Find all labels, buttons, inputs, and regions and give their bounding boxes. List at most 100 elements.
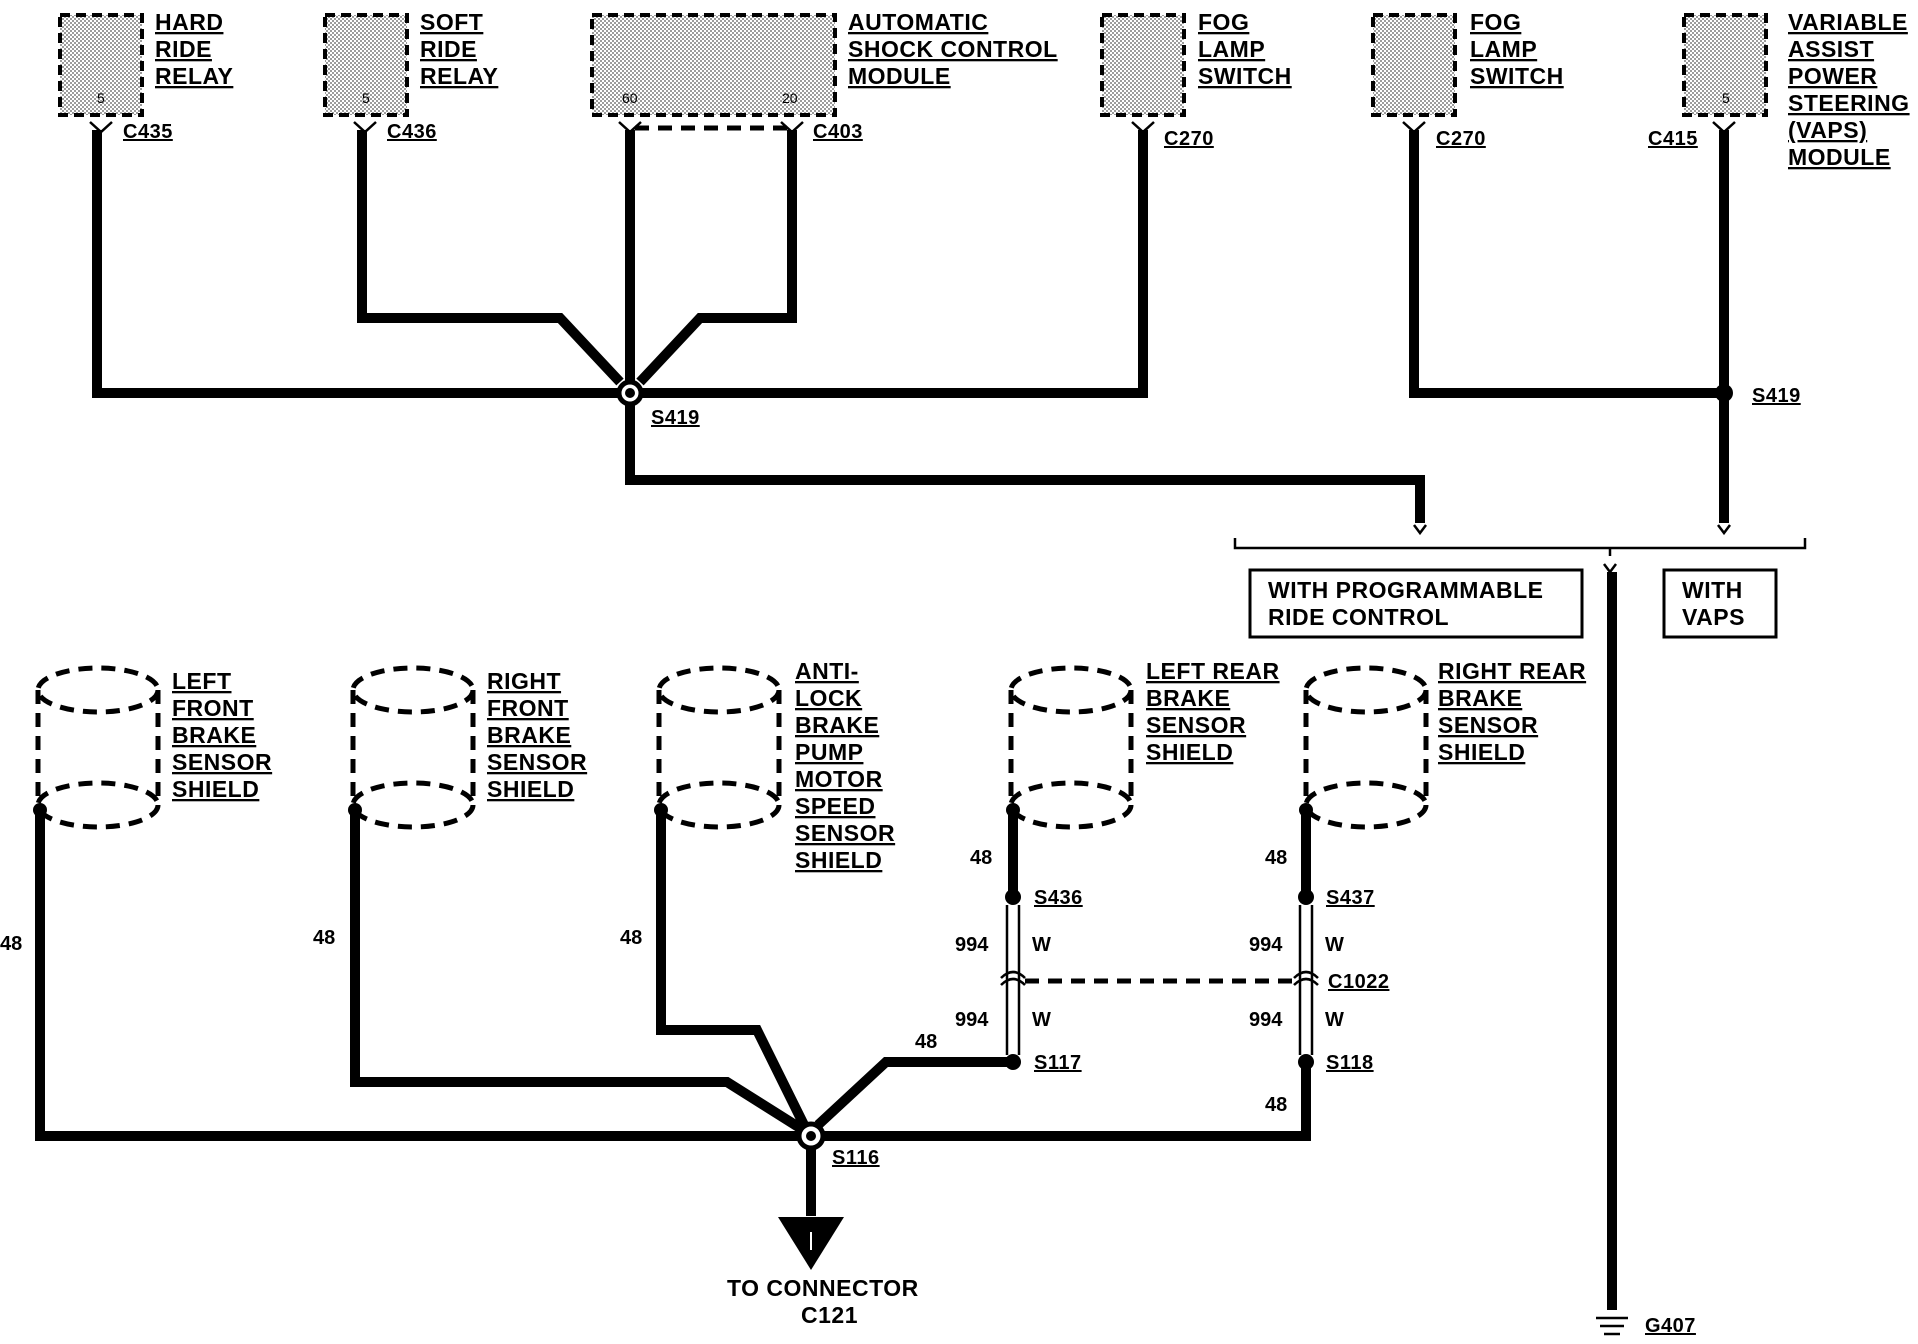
top-harness-wires xyxy=(92,130,1729,523)
component-label: SENSOR xyxy=(1146,712,1246,738)
component-label: BRAKE xyxy=(1438,685,1522,711)
component-label: SENSOR xyxy=(1438,712,1538,738)
connector-label: C435 xyxy=(123,121,173,143)
splice-s437: S437 xyxy=(1298,887,1375,909)
destination-label: TO CONNECTOR xyxy=(727,1275,919,1301)
option-label: RIDE CONTROL xyxy=(1268,604,1449,630)
component-label: BRAKE xyxy=(172,722,256,748)
splice-s419-left: S419 xyxy=(616,379,699,429)
wire-number: 994 xyxy=(1249,1009,1283,1031)
component-label: MOTOR xyxy=(795,766,883,792)
component-label: PUMP xyxy=(795,739,863,765)
component-label: ASSIST xyxy=(1788,36,1874,62)
component-label: LEFT REAR xyxy=(1146,658,1280,684)
left-rear-brake-sensor-shield: LEFT REAR BRAKE SENSOR SHIELD xyxy=(1008,658,1280,830)
option-bracket xyxy=(1233,524,1807,556)
component-label: BRAKE xyxy=(487,722,571,748)
wire-color: W xyxy=(1325,934,1344,956)
circuit-numbers: 48 48 48 48 48 48 48 994 994 994 994 W W… xyxy=(0,847,1344,1116)
shield-drain-points xyxy=(33,803,1313,817)
right-rear-brake-sensor-shield: RIGHT REAR BRAKE SENSOR SHIELD xyxy=(1303,658,1586,830)
option-label: VAPS xyxy=(1682,604,1745,630)
automatic-shock-control-module: 60 20 AUTOMATIC SHOCK CONTROL MODULE xyxy=(590,9,1058,117)
fog-lamp-switch-left: FOG LAMP SWITCH xyxy=(1100,9,1292,117)
wire-number: 48 xyxy=(0,933,22,955)
splice-label: S437 xyxy=(1326,887,1375,909)
connector-label: C270 xyxy=(1164,128,1214,150)
pin-label: 20 xyxy=(782,90,798,106)
component-label: FRONT xyxy=(487,695,569,721)
wire-number: 48 xyxy=(970,847,992,869)
component-label: SHIELD xyxy=(1146,739,1233,765)
pin-label: 60 xyxy=(622,90,638,106)
component-label: SHIELD xyxy=(1438,739,1525,765)
component-label: SPEED xyxy=(795,793,875,819)
right-front-brake-sensor-shield: RIGHT FRONT BRAKE SENSOR SHIELD xyxy=(350,665,587,830)
component-label: HARD xyxy=(155,9,223,35)
fog-lamp-switch-right: FOG LAMP SWITCH xyxy=(1371,9,1564,117)
arrow-to-connector-c121: TO CONNECTOR C121 xyxy=(727,1217,919,1328)
wire-number: 48 xyxy=(313,927,335,949)
component-label: FOG xyxy=(1470,9,1521,35)
ground-label: G407 xyxy=(1645,1315,1696,1337)
wire-number: 994 xyxy=(955,934,989,956)
connector-c435: C435 xyxy=(89,121,173,143)
option-vaps: WITH VAPS xyxy=(1662,568,1778,639)
component-label: MODULE xyxy=(1788,144,1891,170)
connector-label: C436 xyxy=(387,121,437,143)
wire-number: 994 xyxy=(955,1009,989,1031)
wire-number: 48 xyxy=(620,927,642,949)
component-label: RELAY xyxy=(155,63,233,89)
splice-s436: S436 xyxy=(1005,887,1082,909)
connector-label: C415 xyxy=(1648,128,1698,150)
wire-number: 48 xyxy=(915,1031,937,1053)
component-label: BRAKE xyxy=(1146,685,1230,711)
component-label: SENSOR xyxy=(487,749,587,775)
component-label: SHOCK CONTROL xyxy=(848,36,1058,62)
connector-label: C1022 xyxy=(1328,971,1389,993)
hard-ride-relay: 5 HARD RIDE RELAY xyxy=(58,9,233,117)
connector-c403: C403 xyxy=(618,121,863,143)
vaps-module: 5 VARIABLE ASSIST POWER STEERING (VAPS) … xyxy=(1682,9,1910,170)
connector-label: C270 xyxy=(1436,128,1486,150)
splice-s117: S117 xyxy=(1005,1052,1082,1074)
soft-ride-relay: 5 SOFT RIDE RELAY xyxy=(323,9,498,117)
component-label: LAMP xyxy=(1470,36,1537,62)
component-label: LAMP xyxy=(1198,36,1265,62)
wire-number: 48 xyxy=(1265,1094,1287,1116)
abs-pump-motor-speed-sensor-shield: ANTI- LOCK BRAKE PUMP MOTOR SPEED SENSOR… xyxy=(656,658,895,873)
wire-994-right-pair xyxy=(1293,905,1319,1055)
pin-label: 5 xyxy=(1722,90,1730,106)
component-label: SENSOR xyxy=(172,749,272,775)
wire-994-left-pair xyxy=(1000,905,1026,1055)
component-label: RELAY xyxy=(420,63,498,89)
pin-label: 5 xyxy=(97,90,105,106)
component-label: SWITCH xyxy=(1198,63,1292,89)
option-programmable-ride-control: WITH PROGRAMMABLE RIDE CONTROL xyxy=(1248,568,1584,639)
splice-label: S118 xyxy=(1326,1052,1374,1074)
component-label: STEERING xyxy=(1788,90,1910,116)
splice-s118: S118 xyxy=(1298,1052,1374,1074)
component-label: SHIELD xyxy=(172,776,259,802)
splice-label: S117 xyxy=(1034,1052,1082,1074)
splice-s419-right: S419 xyxy=(1715,384,1801,407)
component-label: RIGHT xyxy=(487,668,561,694)
splice-label: S116 xyxy=(832,1147,880,1169)
splice-label: S419 xyxy=(1752,385,1801,407)
component-label: MODULE xyxy=(848,63,951,89)
component-label: ANTI- xyxy=(795,658,859,684)
option-label: WITH PROGRAMMABLE xyxy=(1268,577,1544,603)
ground-wire xyxy=(1596,563,1628,1336)
component-label: (VAPS) xyxy=(1788,117,1867,143)
component-label: RIGHT REAR xyxy=(1438,658,1586,684)
pin-label: 5 xyxy=(362,90,370,106)
wire-color: W xyxy=(1032,1009,1051,1031)
component-label: SOFT xyxy=(420,9,483,35)
component-label: VARIABLE xyxy=(1788,9,1908,35)
component-label: BRAKE xyxy=(795,712,879,738)
wire-number: 48 xyxy=(1265,847,1287,869)
component-label: SWITCH xyxy=(1470,63,1564,89)
connector-label: C403 xyxy=(813,121,863,143)
component-label: FOG xyxy=(1198,9,1249,35)
